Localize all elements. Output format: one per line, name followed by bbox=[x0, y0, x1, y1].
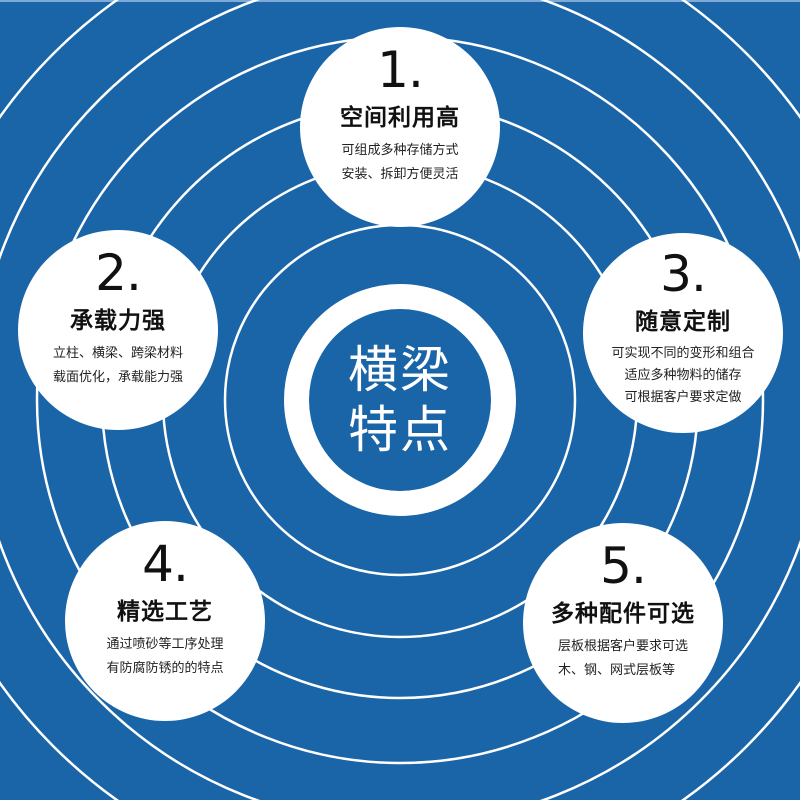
feature-bubble-2: 2. 承载力强 立柱、横梁、跨梁材料 载面优化，承载能力强 bbox=[18, 230, 218, 430]
feature-desc-line: 可组成多种存储方式 bbox=[341, 143, 459, 158]
center-title-line1: 横梁 bbox=[348, 341, 452, 399]
feature-number: 1. bbox=[377, 41, 424, 99]
feature-description: 通过喷砂等工序处理 有防腐防锈的的特点 bbox=[106, 633, 223, 681]
feature-desc-line: 可实现不同的变形和组合 bbox=[611, 346, 755, 361]
feature-bubble-1: 1. 空间利用高 可组成多种存储方式 安装、拆卸方便灵活 bbox=[300, 27, 500, 227]
center-badge-inner: 横梁 特点 bbox=[309, 309, 491, 491]
feature-desc-line: 通过喷砂等工序处理 bbox=[106, 637, 224, 652]
feature-desc-line: 有防腐防锈的的特点 bbox=[106, 661, 224, 676]
center-badge: 横梁 特点 bbox=[284, 284, 516, 516]
feature-bubble-5: 5. 多种配件可选 层板根据客户要求可选 木、钢、网式层板等 bbox=[523, 523, 723, 723]
feature-desc-line: 可根据客户要求定做 bbox=[624, 390, 742, 405]
feature-number: 3. bbox=[660, 245, 707, 303]
feature-description: 可实现不同的变形和组合 适应多种物料的储存 可根据客户要求定做 bbox=[611, 343, 754, 409]
feature-desc-line: 立柱、横梁、跨梁材料 bbox=[52, 346, 183, 361]
center-title-line2: 特点 bbox=[348, 401, 452, 459]
feature-bubble-3: 3. 随意定制 可实现不同的变形和组合 适应多种物料的储存 可根据客户要求定做 bbox=[583, 233, 783, 433]
feature-description: 层板根据客户要求可选 木、钢、网式层板等 bbox=[558, 635, 688, 683]
feature-desc-line: 安装、拆卸方便灵活 bbox=[341, 167, 459, 182]
feature-bubble-4: 4. 精选工艺 通过喷砂等工序处理 有防腐防锈的的特点 bbox=[65, 521, 265, 721]
top-edge-strip bbox=[0, 0, 800, 2]
feature-title: 空间利用高 bbox=[340, 105, 460, 131]
feature-number: 4. bbox=[142, 535, 189, 593]
feature-title: 多种配件可选 bbox=[551, 601, 695, 627]
feature-desc-line: 层板根据客户要求可选 bbox=[557, 639, 688, 654]
feature-number: 5. bbox=[600, 537, 647, 595]
feature-title: 承载力强 bbox=[70, 308, 166, 334]
feature-desc-line: 适应多种物料的储存 bbox=[624, 368, 742, 383]
feature-desc-line: 载面优化，承载能力强 bbox=[52, 370, 183, 385]
feature-title: 精选工艺 bbox=[117, 599, 213, 625]
feature-desc-line: 木、钢、网式层板等 bbox=[557, 663, 675, 678]
feature-number: 2. bbox=[95, 244, 142, 302]
feature-title: 随意定制 bbox=[635, 309, 731, 335]
feature-description: 可组成多种存储方式 安装、拆卸方便灵活 bbox=[341, 139, 458, 187]
feature-description: 立柱、横梁、跨梁材料 载面优化，承载能力强 bbox=[53, 342, 183, 390]
